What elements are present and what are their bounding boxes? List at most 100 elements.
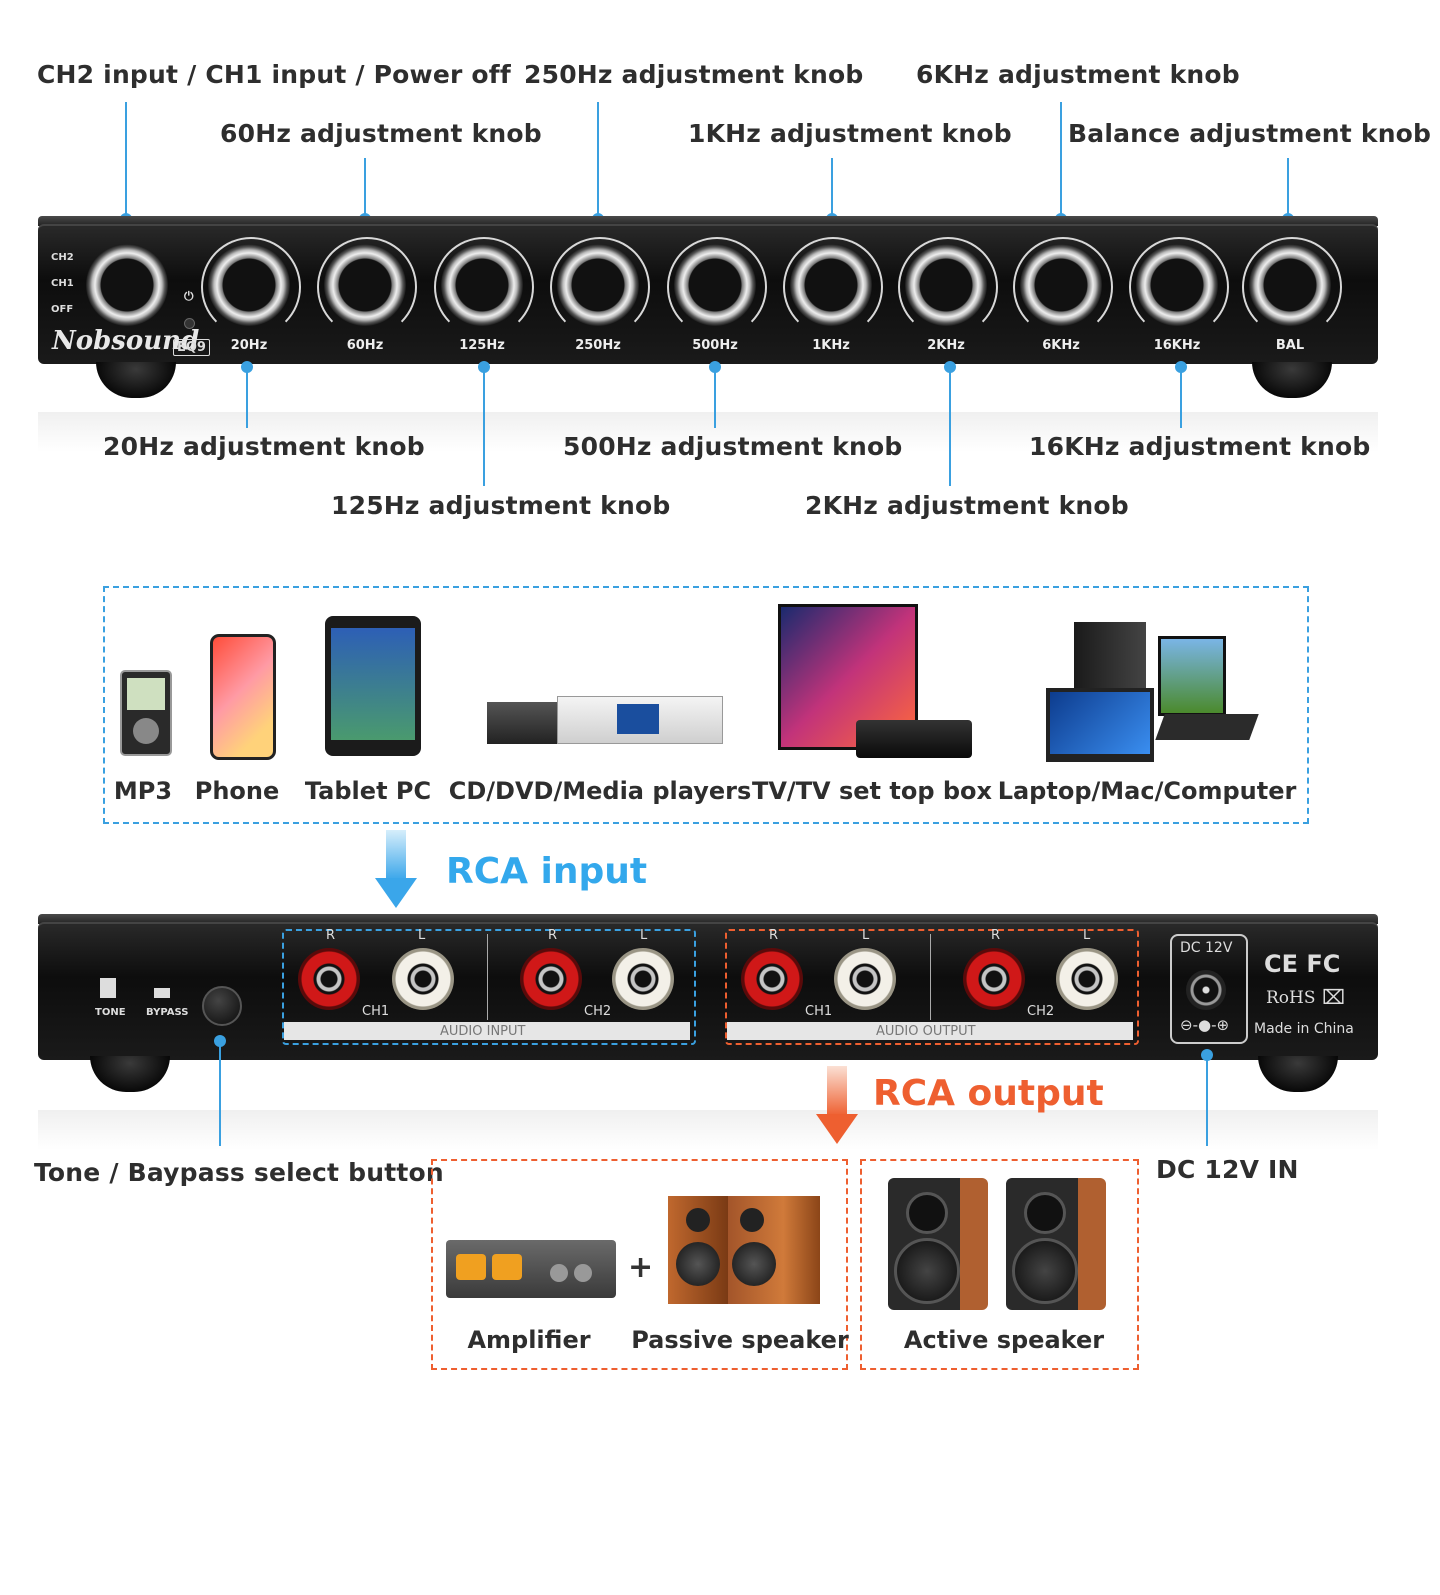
- brand-logo: Nobsound: [52, 326, 200, 356]
- callout-1khz: 1KHz adjustment knob: [688, 119, 1012, 148]
- knob-250hz[interactable]: [550, 237, 650, 337]
- leader-line: [1206, 1056, 1208, 1146]
- knob-6khz[interactable]: [1013, 237, 1113, 337]
- output-ch2-label: CH2: [1027, 1004, 1055, 1019]
- leader-dot: [1175, 361, 1187, 373]
- audio-output-divider: [930, 934, 931, 1020]
- input-ch1-right-jack[interactable]: [298, 948, 360, 1010]
- knob-1khz[interactable]: [783, 237, 883, 337]
- output-ch1-left-jack[interactable]: [834, 948, 896, 1010]
- input-ch2-left-jack[interactable]: [612, 948, 674, 1010]
- channel-selector-knob[interactable]: [86, 244, 168, 326]
- knob-label-250hz: 250Hz: [575, 338, 621, 353]
- callout-channel-switch: CH2 input / CH1 input / Power off: [37, 60, 511, 89]
- rca-output-arrowhead: [816, 1114, 858, 1144]
- bypass-indicator-icon: [154, 988, 170, 998]
- phone-image: [210, 634, 276, 760]
- rear-panel: [38, 922, 1378, 1060]
- input-ch2-right-jack[interactable]: [520, 948, 582, 1010]
- leader-line: [1180, 368, 1182, 428]
- callout-125hz: 125Hz adjustment knob: [331, 491, 671, 520]
- rear-foot-left: [90, 1056, 170, 1092]
- knob-label-1khz: 1KHz: [812, 338, 850, 353]
- input-ch1-r-label: R: [326, 928, 336, 943]
- audio-output-box: [725, 929, 1139, 1045]
- leader-line: [125, 102, 127, 218]
- source-label-media-player: CD/DVD/Media players: [448, 777, 752, 805]
- output-ch1-r-label: R: [769, 928, 779, 943]
- callout-16khz: 16KHz adjustment knob: [1029, 432, 1371, 461]
- leader-line: [949, 368, 951, 486]
- keyboard-image: [1155, 714, 1259, 740]
- output-label-active: Active speaker: [903, 1326, 1105, 1354]
- made-in-label: Made in China: [1254, 1021, 1354, 1037]
- knob-label-20hz: 20Hz: [230, 338, 268, 353]
- weee-icon: ⌧: [1322, 985, 1346, 1009]
- front-panel-top-edge: [38, 216, 1378, 226]
- rear-foot-right: [1258, 1056, 1338, 1092]
- leader-line: [1060, 102, 1062, 218]
- rca-output-label: RCA output: [873, 1073, 1104, 1114]
- leader-line: [714, 368, 716, 428]
- knob-500hz[interactable]: [667, 237, 767, 337]
- output-ch1-label: CH1: [805, 1004, 833, 1019]
- knob-60hz[interactable]: [317, 237, 417, 337]
- knob-20hz[interactable]: [201, 237, 301, 337]
- leader-line: [831, 158, 833, 218]
- tablet-image: [325, 616, 421, 756]
- leader-line: [219, 1042, 221, 1146]
- input-ch1-left-jack[interactable]: [392, 948, 454, 1010]
- switch-label-off: OFF: [51, 304, 74, 315]
- tone-label: TONE: [95, 1007, 126, 1018]
- dc-jack-frame: [1170, 934, 1248, 1044]
- knob-label-bal: BAL: [1275, 338, 1305, 353]
- output-ch2-r-label: R: [991, 928, 1001, 943]
- input-ch2-r-label: R: [548, 928, 558, 943]
- knob-balance[interactable]: [1242, 237, 1342, 337]
- callout-6khz: 6KHz adjustment knob: [916, 60, 1240, 89]
- output-ch2-l-label: L: [1083, 928, 1091, 943]
- callout-250hz: 250Hz adjustment knob: [524, 60, 864, 89]
- active-speaker-right-image: [1006, 1178, 1106, 1310]
- output-ch1-right-jack[interactable]: [741, 948, 803, 1010]
- input-ch1-label: CH1: [362, 1004, 390, 1019]
- callout-dc-in: DC 12V IN: [1156, 1155, 1299, 1184]
- rear-panel-top-edge: [38, 914, 1378, 924]
- leader-dot: [241, 361, 253, 373]
- output-ch2-left-jack[interactable]: [1056, 948, 1118, 1010]
- callout-20hz: 20Hz adjustment knob: [103, 432, 425, 461]
- amplifier-image: [446, 1240, 616, 1298]
- knob-label-60hz: 60Hz: [346, 338, 384, 353]
- dc-jack-label: DC 12V: [1180, 940, 1233, 956]
- passive-speaker-left-image: [668, 1196, 728, 1304]
- knob-2khz[interactable]: [898, 237, 998, 337]
- leader-line: [246, 368, 248, 428]
- tone-indicator-icon: [100, 978, 116, 998]
- switch-label-ch1: CH1: [51, 278, 74, 289]
- leader-line: [483, 368, 485, 486]
- audio-input-divider: [487, 934, 488, 1020]
- source-label-tv: TV/TV set top box: [751, 777, 993, 805]
- callout-500hz: 500Hz adjustment knob: [563, 432, 903, 461]
- rca-input-arrow: [386, 830, 406, 880]
- audio-output-strip: [727, 1022, 1133, 1040]
- laptop-image: [1046, 688, 1154, 762]
- power-icon: ⏻: [184, 289, 194, 303]
- active-speaker-left-image: [888, 1178, 988, 1310]
- knob-16khz[interactable]: [1129, 237, 1229, 337]
- input-ch2-l-label: L: [640, 928, 648, 943]
- dc-power-jack[interactable]: [1186, 970, 1226, 1010]
- audio-input-strip: [284, 1022, 690, 1040]
- audio-input-box: [282, 929, 696, 1045]
- knob-label-16khz: 16KHz: [1153, 338, 1201, 353]
- callout-60hz: 60Hz adjustment knob: [220, 119, 542, 148]
- tone-bypass-button[interactable]: [202, 986, 242, 1026]
- knob-label-125hz: 125Hz: [459, 338, 505, 353]
- knob-125hz[interactable]: [434, 237, 534, 337]
- audio-output-label: AUDIO OUTPUT: [876, 1024, 976, 1039]
- certification-marks: CE FC: [1264, 950, 1341, 978]
- output-ch2-right-jack[interactable]: [963, 948, 1025, 1010]
- rca-input-arrowhead: [375, 878, 417, 908]
- rear-reflection: [38, 1110, 1378, 1150]
- leader-line: [597, 102, 599, 218]
